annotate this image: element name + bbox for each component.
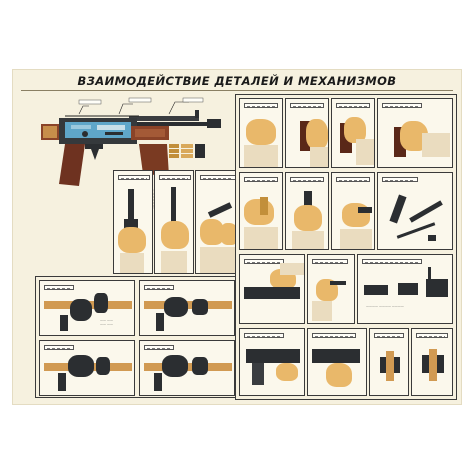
panel-op-3: ———— ———— ————: [357, 254, 453, 324]
panel-bolt-3: [195, 170, 239, 274]
panel-trigger-2: [139, 280, 235, 336]
panel-fire-3: [369, 328, 409, 396]
panel-fire-2: [307, 328, 367, 396]
panel-feed-1: [239, 172, 283, 250]
panel-op-1: [239, 254, 305, 324]
panel-trigger-4: [139, 340, 235, 396]
poster-sheet: ВЗАИМОДЕЙСТВИЕ ДЕТАЛЕЙ И МЕХАНИЗМОВ: [13, 70, 461, 404]
panel-op-2: [307, 254, 355, 324]
panel-feed-3: [331, 172, 375, 250]
title-underline: [21, 90, 453, 91]
panel-mag-1: [239, 98, 283, 168]
panel-mag-3: [331, 98, 375, 168]
panel-trigger-3: [39, 340, 135, 396]
panel-bolt-1: [113, 170, 153, 274]
panel-fire-1: [239, 328, 305, 396]
panel-fire-4: [411, 328, 453, 396]
panel-parts: [377, 172, 453, 250]
panel-feed-2: [285, 172, 329, 250]
panel-mag-2: [285, 98, 329, 168]
panel-trigger-1: —— ———— ——: [39, 280, 135, 336]
panel-mag-4: [377, 98, 453, 168]
panel-bolt-2: [154, 170, 194, 274]
poster-title: ВЗАИМОДЕЙСТВИЕ ДЕТАЛЕЙ И МЕХАНИЗМОВ: [77, 74, 397, 88]
